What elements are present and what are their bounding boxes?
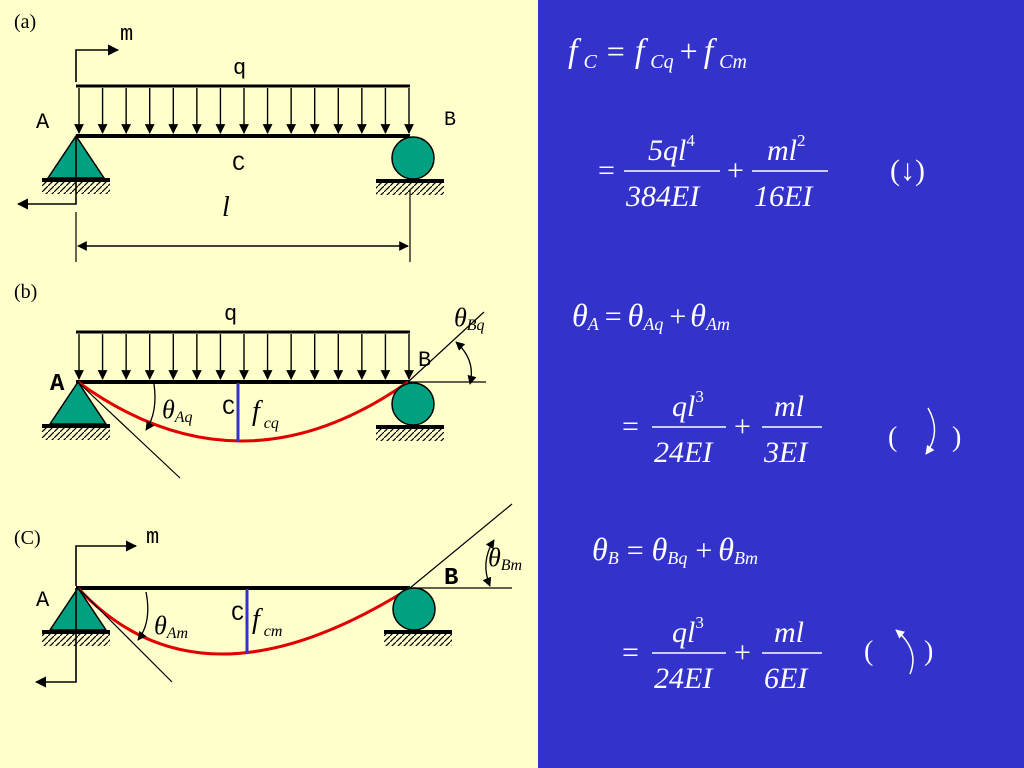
tangent-b-b [407,311,485,383]
roller-support-a [391,136,435,180]
ground-hatch-a-right [376,183,444,195]
deflection-curve-b [77,380,409,443]
point-b-label-b: B [418,348,431,373]
diagram-a-label: (a) [14,11,36,33]
reaction-arrow-c [34,588,77,688]
fc-direction: (↓) [890,154,925,187]
theta-a-eq-sign: = [622,410,639,443]
theta-bm-label: θBm [488,543,522,574]
theta-b-eq-sign: = [622,636,639,669]
ground-c-right [384,630,452,634]
fc-term1-numerator: 5ql4 [648,131,695,167]
rotation-arc-bq [455,341,477,385]
theta-b-term1-numerator: ql3 [672,613,704,649]
theta-a-term1-numerator: ql3 [672,387,704,423]
load-arrows-a [74,88,414,134]
deflection-curve-c [76,586,411,656]
rotation-arc-am [137,591,149,641]
tangent-a-c [79,589,173,683]
clockwise-rotation-icon [925,407,936,455]
point-a-label-b: A [50,371,65,398]
ground-hatch-b-left [42,428,110,440]
ground-b-left [42,424,110,428]
counterclockwise-rotation-icon [895,629,914,675]
diagram-a: (a) m q A B C l [14,11,456,262]
load-label-b: q [224,302,237,327]
theta-a-term2-numerator: ml [774,390,804,423]
theta-b-equation: θB=θBq+θBm [592,531,758,568]
theta-b-term1-denominator: 24EI [654,662,714,695]
fc-term2-numerator: ml2 [767,131,806,167]
load-arrows-b [74,334,414,380]
moment-label-c: m [146,525,159,550]
theta-a-equation: θA=θAq+θAm [572,297,730,334]
moment-arrow-a [75,44,120,82]
theta-a-plus: + [734,410,751,443]
rotation-arc-aq [145,383,156,431]
pin-support-c [48,586,108,631]
fc-eq-sign: = [598,154,615,187]
roller-support-c [392,587,436,631]
reaction-arrow-a [16,136,77,210]
theta-b-paren-open: ( [864,636,873,667]
theta-bq-label: θBq [454,303,485,334]
point-c-label-a: C [232,152,245,177]
ground-b-right [376,425,444,429]
moment-label-a: m [120,22,133,47]
span-label: l [222,192,230,223]
theta-a-paren-close: ) [952,422,961,453]
point-c-label-c: C [231,602,244,627]
theta-a-paren-open: ( [888,422,897,453]
diagram-c-label: (C) [14,527,41,549]
theta-b-plus: + [734,636,751,669]
point-b-label-c: B [444,565,458,592]
theta-b-term2-numerator: ml [774,616,804,649]
point-a-label-c: A [36,588,50,613]
point-b-label-a: B [444,109,456,132]
load-label-a: q [233,56,246,81]
fc-term2-denominator: 16EI [754,180,814,213]
theta-a-term1-denominator: 24EI [654,436,714,469]
formula-panel [538,0,1024,768]
point-c-label-b: C [222,396,235,421]
theta-am-label: θAm [154,611,188,642]
tangent-a-b [79,383,181,479]
fc-term1-denominator: 384EI [625,180,701,213]
ground-hatch-c-right [384,634,452,646]
moment-arrow-c [75,540,138,586]
roller-support-b [391,382,435,426]
theta-a-term2-denominator: 3EI [763,436,809,469]
tangent-b-c [409,503,513,589]
ground-hatch-b-right [376,429,444,441]
theta-b-term2-denominator: 6EI [764,662,809,695]
fc-plus: + [727,154,744,187]
ground-a-right [376,179,444,183]
point-a-label-a: A [36,110,50,135]
theta-aq-label: θAq [162,395,193,426]
diagram-b-label: (b) [14,281,37,303]
theta-b-paren-close: ) [924,636,933,667]
rotation-arc-bm [482,539,495,587]
